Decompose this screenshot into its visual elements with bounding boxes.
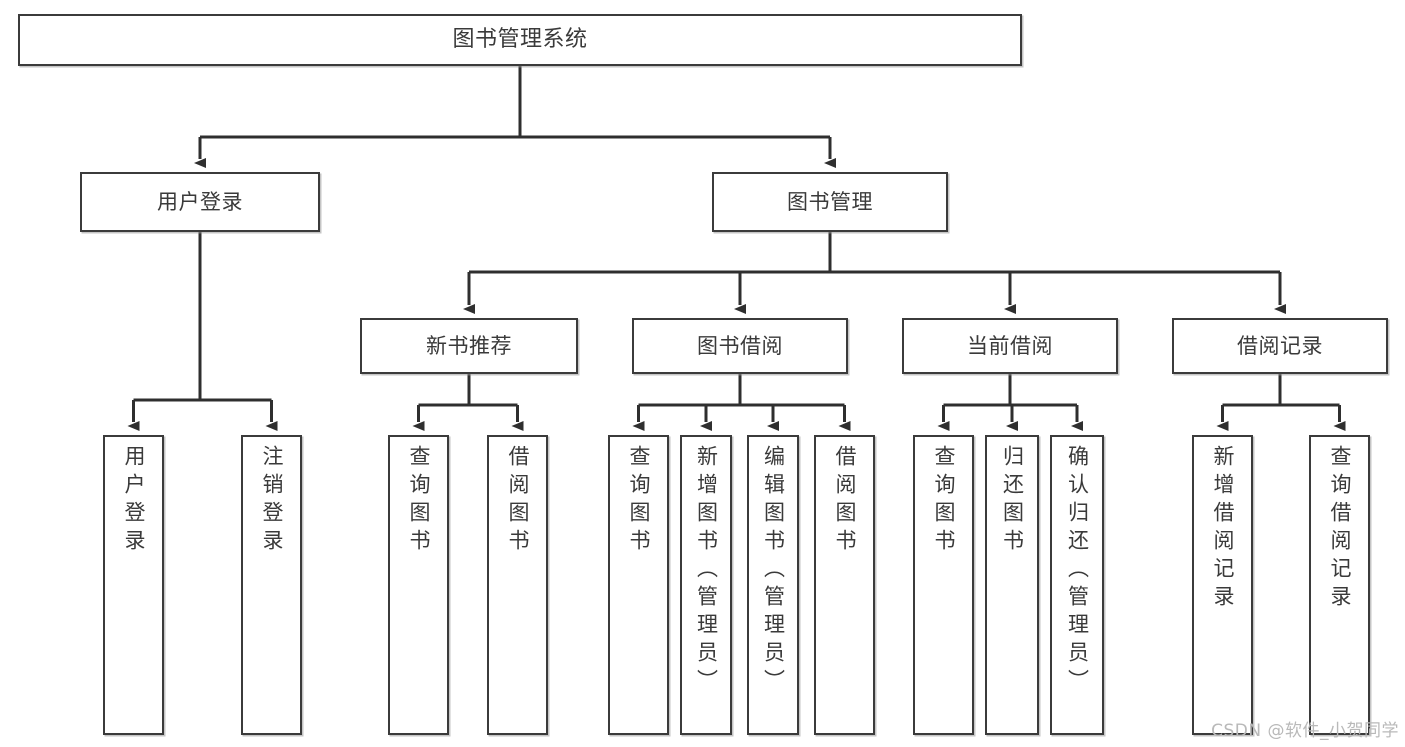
node-leaf-query-book-1-label: 查询图书: [407, 445, 431, 557]
node-leaf-user-login-label: 用户登录: [122, 445, 146, 557]
node-book-borrow-label: 图书借阅: [697, 333, 783, 358]
node-leaf-query-book-1[interactable]: 查询图书: [388, 435, 449, 735]
node-root[interactable]: 图书管理系统: [18, 14, 1022, 66]
node-leaf-logout[interactable]: 注销登录: [241, 435, 302, 735]
node-leaf-borrow-book-1[interactable]: 借阅图书: [487, 435, 548, 735]
node-leaf-return-book[interactable]: 归还图书: [985, 435, 1039, 735]
node-book-borrow[interactable]: 图书借阅: [632, 318, 848, 374]
watermark-text: CSDN @软件_小贺同学: [1211, 721, 1399, 741]
node-leaf-borrow-book-2[interactable]: 借阅图书: [814, 435, 875, 735]
node-leaf-add-book-label: 新增图书（管理员）: [694, 445, 719, 697]
node-leaf-query-record-label: 查询借阅记录: [1328, 445, 1352, 613]
node-leaf-confirm-return-label: 确认归还（管理员）: [1065, 445, 1090, 697]
node-borrow-record[interactable]: 借阅记录: [1172, 318, 1388, 374]
node-leaf-borrow-book-2-label: 借阅图书: [833, 445, 857, 557]
node-leaf-user-login[interactable]: 用户登录: [103, 435, 164, 735]
node-leaf-query-record[interactable]: 查询借阅记录: [1309, 435, 1370, 735]
node-leaf-query-book-3-label: 查询图书: [932, 445, 956, 557]
node-leaf-query-book-2-label: 查询图书: [627, 445, 651, 557]
node-book-manage-label: 图书管理: [787, 189, 873, 214]
node-leaf-add-record-label: 新增借阅记录: [1211, 445, 1235, 613]
node-new-book-recommend[interactable]: 新书推荐: [360, 318, 578, 374]
node-leaf-confirm-return[interactable]: 确认归还（管理员）: [1050, 435, 1104, 735]
node-book-manage[interactable]: 图书管理: [712, 172, 948, 232]
node-leaf-edit-book-label: 编辑图书（管理员）: [761, 445, 786, 697]
node-leaf-edit-book[interactable]: 编辑图书（管理员）: [747, 435, 799, 735]
node-leaf-query-book-3[interactable]: 查询图书: [913, 435, 974, 735]
node-user-login-label: 用户登录: [157, 189, 243, 214]
node-leaf-add-book[interactable]: 新增图书（管理员）: [680, 435, 732, 735]
node-leaf-add-record[interactable]: 新增借阅记录: [1192, 435, 1253, 735]
node-leaf-query-book-2[interactable]: 查询图书: [608, 435, 669, 735]
node-leaf-logout-label: 注销登录: [260, 445, 284, 557]
node-root-label: 图书管理系统: [452, 27, 588, 52]
node-current-borrow[interactable]: 当前借阅: [902, 318, 1118, 374]
node-leaf-borrow-book-1-label: 借阅图书: [506, 445, 530, 557]
node-borrow-record-label: 借阅记录: [1237, 333, 1323, 358]
node-current-borrow-label: 当前借阅: [967, 333, 1053, 358]
node-leaf-return-book-label: 归还图书: [1000, 445, 1025, 557]
node-new-book-recommend-label: 新书推荐: [426, 333, 512, 358]
node-user-login[interactable]: 用户登录: [80, 172, 320, 232]
